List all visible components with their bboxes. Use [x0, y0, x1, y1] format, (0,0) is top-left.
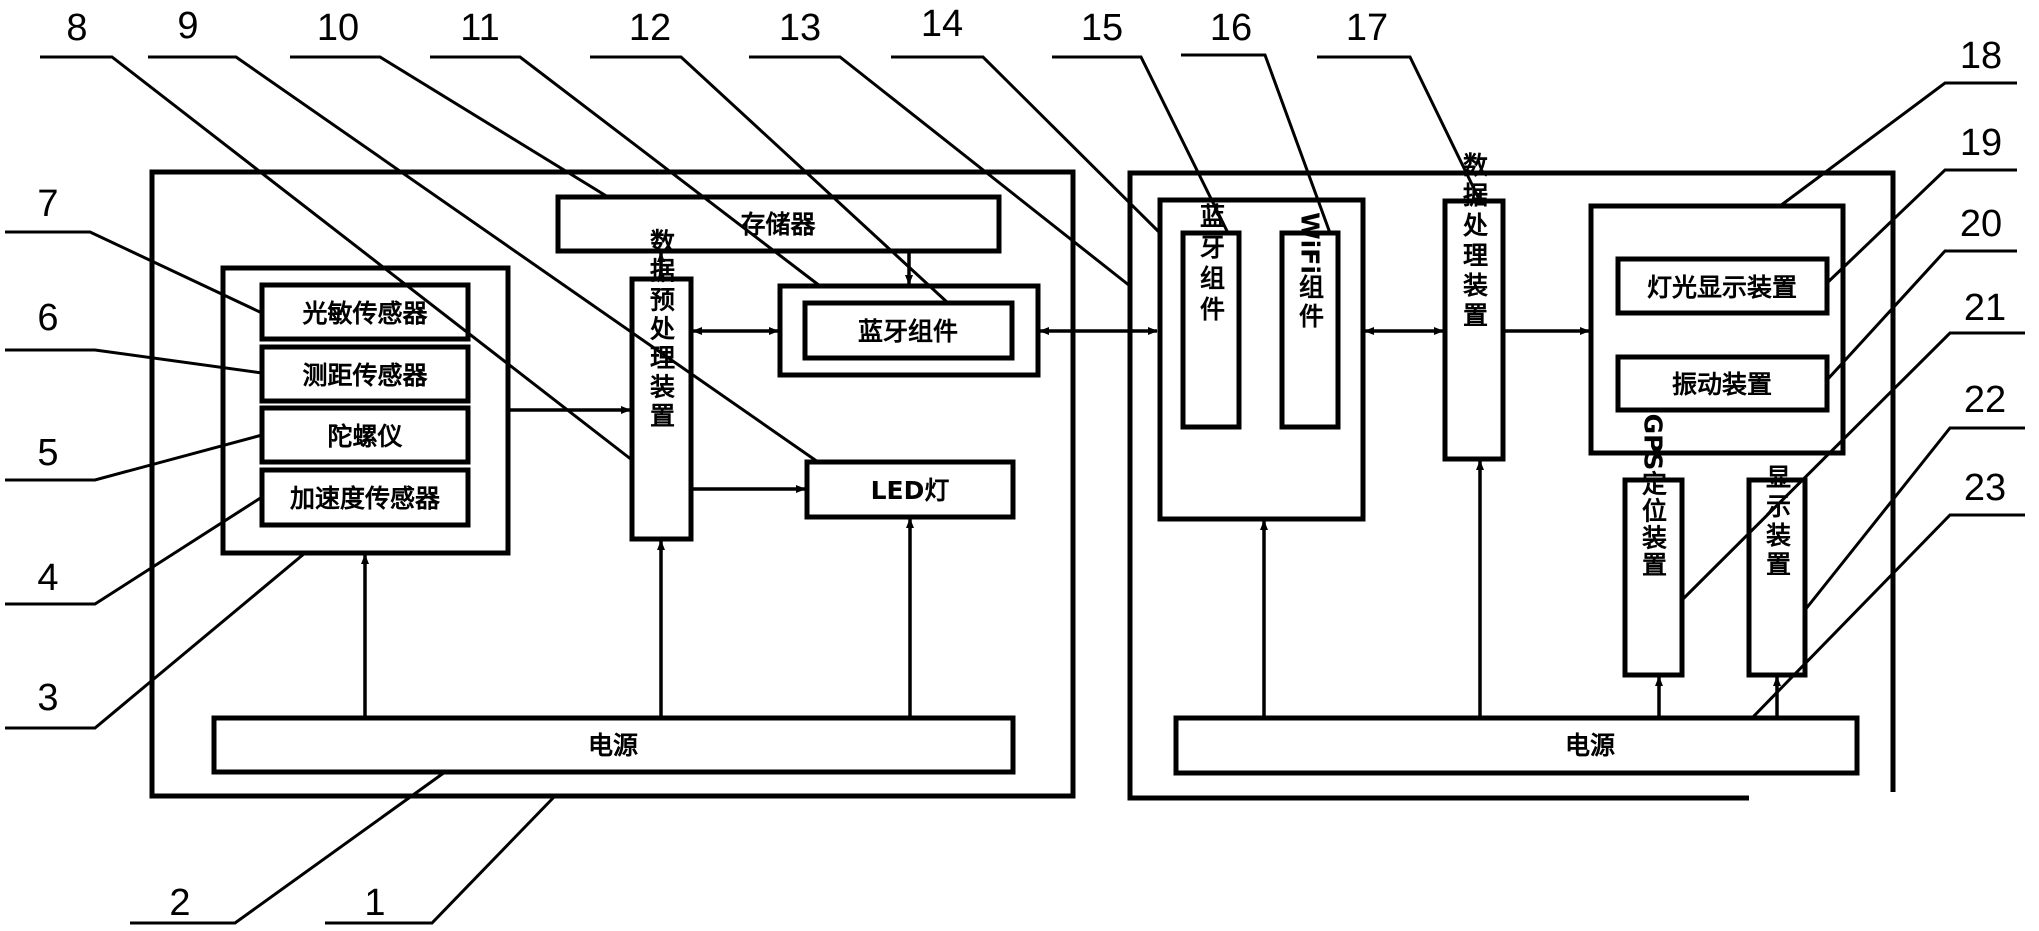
ref-number-21: 21 — [1964, 287, 2006, 329]
ref-number-4: 4 — [37, 557, 58, 599]
left-power-label: 电源 — [588, 731, 638, 760]
light-display-label: 灯光显示装置 — [1647, 273, 1797, 302]
leader-line-21 — [1680, 331, 2025, 602]
bluetooth-inner-box — [802, 300, 1015, 361]
ref-number-15: 15 — [1081, 7, 1123, 49]
ref-number-11: 11 — [460, 7, 499, 49]
display-label: 显示装置 — [1763, 464, 1792, 580]
output-group-box — [1588, 203, 1846, 456]
ref-number-8: 8 — [66, 7, 87, 49]
leader-line-10 — [290, 55, 609, 199]
leader-line-18 — [1779, 81, 2017, 208]
gps-label-prefix: GPS — [1639, 414, 1668, 471]
left-unit: 光敏传感器 测距传感器 陀螺仪 加速度传感器 存储器 数据预处理装置 蓝牙组件 … — [149, 169, 1076, 799]
vibration-label: 振动装置 — [1672, 370, 1772, 399]
wifi-label-suffix: 组件 — [1296, 274, 1325, 332]
bluetooth-label: 蓝牙组件 — [858, 317, 958, 346]
leader-line-1 — [325, 794, 557, 925]
processor-label: 数据处理装置 — [1460, 152, 1490, 332]
display-box — [1746, 477, 1808, 678]
sensor-gyroscope: 陀螺仪 — [259, 405, 471, 465]
leader-line-23 — [1750, 513, 2025, 720]
storage-box — [555, 194, 1002, 254]
leader-line-5 — [5, 433, 263, 482]
leader-line-3 — [5, 551, 306, 730]
gps-label-suffix: 定位装置 — [1639, 469, 1668, 578]
ref-number-1: 1 — [364, 882, 385, 924]
ref-number-19: 19 — [1960, 122, 2002, 164]
vibration-box — [1615, 354, 1830, 413]
leader-line-8 — [40, 55, 633, 462]
light-display-box — [1615, 256, 1830, 316]
ref-number-6: 6 — [37, 297, 58, 339]
ref-number-9: 9 — [177, 5, 198, 47]
ref-number-12: 12 — [629, 7, 671, 49]
wifi-box — [1279, 230, 1341, 430]
leader-line-17 — [1317, 55, 1482, 202]
right-power-label: 电源 — [1565, 731, 1615, 760]
sensor-accelerometer: 加速度传感器 — [259, 467, 471, 528]
ref-number-2: 2 — [169, 882, 190, 924]
sensor-light-label: 光敏传感器 — [301, 299, 428, 328]
leader-line-6 — [5, 348, 263, 375]
sensor-gyroscope-label: 陀螺仪 — [327, 422, 403, 451]
leader-line-15 — [1052, 55, 1230, 234]
wifi-label-prefix: WiFi — [1296, 212, 1325, 274]
ref-number-3: 3 — [37, 677, 58, 719]
ref-number-14: 14 — [921, 3, 963, 45]
leader-line-11 — [430, 55, 821, 288]
leader-line-7 — [5, 230, 263, 315]
ref-number-5: 5 — [37, 432, 58, 474]
sensor-light: 光敏传感器 — [259, 282, 471, 342]
led-label: LED灯 — [871, 476, 950, 505]
reference-leaders: 1 2 3 4 5 6 7 8 9 10 11 12 13 — [5, 3, 2025, 925]
ref-number-23: 23 — [1964, 467, 2006, 509]
right-bluetooth-label: 蓝牙组件 — [1197, 203, 1226, 327]
leader-line-12 — [590, 55, 950, 305]
ref-number-20: 20 — [1960, 203, 2002, 245]
left-power-box — [211, 715, 1016, 775]
leader-line-22 — [1803, 426, 2025, 611]
ref-number-18: 18 — [1960, 35, 2002, 77]
sensor-distance: 测距传感器 — [259, 344, 471, 404]
right-bluetooth-box — [1180, 230, 1242, 430]
sensor-distance-label: 测距传感器 — [302, 361, 428, 390]
leader-line-9 — [148, 55, 819, 464]
right-power-box — [1173, 715, 1860, 776]
leader-line-4 — [5, 495, 263, 606]
leader-line-19 — [1825, 168, 2017, 285]
leader-line-2 — [130, 770, 446, 925]
sensor-accelerometer-label: 加速度传感器 — [289, 484, 441, 513]
ref-number-22: 22 — [1964, 379, 2006, 421]
gps-box — [1622, 477, 1685, 678]
ref-number-10: 10 — [317, 7, 359, 49]
ref-number-13: 13 — [779, 7, 821, 49]
ref-number-7: 7 — [37, 183, 58, 225]
leader-line-13 — [749, 55, 1131, 288]
ref-number-17: 17 — [1346, 7, 1388, 49]
led-box — [804, 459, 1016, 520]
leader-line-16 — [1181, 53, 1332, 234]
leader-line-20 — [1825, 249, 2017, 382]
leader-line-14 — [891, 55, 1161, 234]
ref-number-16: 16 — [1210, 7, 1252, 49]
right-unit-frame — [1127, 170, 1896, 801]
